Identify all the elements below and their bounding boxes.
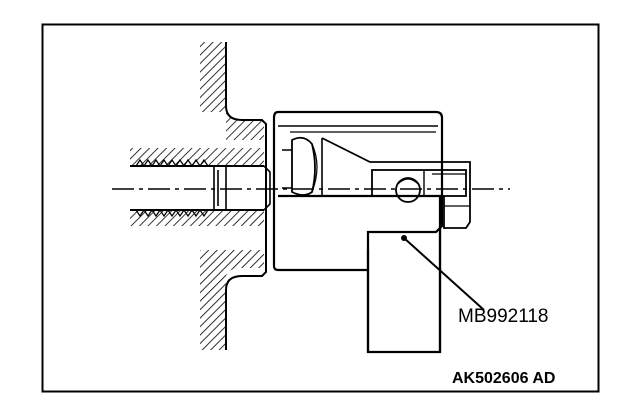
figure-id: AK502606 AD (452, 370, 555, 387)
tool-callout-label: MB992118 (458, 306, 549, 327)
special-tool-body (272, 110, 471, 354)
callout-leader (403, 237, 485, 311)
threaded-bore (130, 148, 271, 226)
housing-casting (200, 42, 267, 350)
figure-frame (41, 23, 600, 393)
